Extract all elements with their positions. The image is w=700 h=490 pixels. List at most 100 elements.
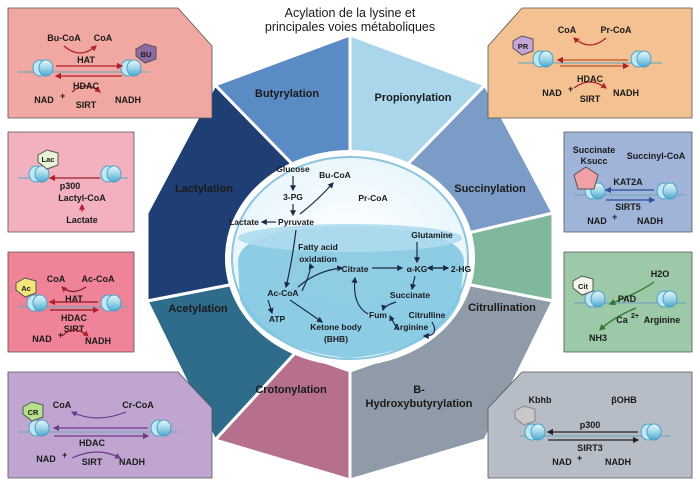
bu-eraser1: HDAC (73, 81, 99, 91)
cr-coa: CoA (53, 400, 72, 410)
center-fatty1: Fatty acid (298, 242, 338, 252)
center-atp: ATP (269, 314, 286, 324)
badge-cr: CR (28, 408, 39, 417)
center-2hg: 2-HG (451, 264, 472, 274)
svg-text:+: + (577, 453, 582, 463)
panel-propionylation: PR CoA Pr-CoA HDAC NAD + SIRT NADH (487, 7, 693, 119)
cr-eraser2: SIRT (82, 457, 103, 467)
cr-nad: NAD (36, 454, 56, 464)
succ-donor: Succinyl-CoA (627, 151, 686, 161)
central-cell (225, 150, 475, 366)
panel-lactylation: Lac p300 Lactyl-CoA Lactate (7, 131, 135, 233)
center-glucose: Glucose (276, 164, 310, 174)
succ-eraser: SIRT5 (615, 202, 641, 212)
center-pyruvate: Pyruvate (278, 217, 314, 227)
cit-ammonia: NH3 (589, 333, 607, 343)
center-prcoa: Pr-CoA (358, 193, 387, 203)
center-ketone1: Ketone body (310, 322, 362, 332)
label-lactylation: Lactylation (175, 183, 233, 195)
pr-eraser2: SIRT (580, 94, 601, 104)
succ-nad: NAD (587, 216, 607, 226)
kbhb-label: Kbhb (529, 395, 552, 405)
cr-nadh: NADH (119, 457, 145, 467)
cit-cofactor: Ca (616, 315, 628, 325)
lac-donor: Lactyl-CoA (58, 193, 106, 203)
ac-nadh: NADH (85, 336, 111, 346)
svg-text:+: + (568, 84, 573, 94)
succ-nadh: NADH (637, 216, 663, 226)
ac-coa: CoA (47, 274, 66, 284)
center-akg: α-KG (407, 264, 428, 274)
panel-butyrylation: BU Bu-CoA CoA HAT HDAC NAD + SIRT NADH (7, 7, 213, 119)
panel-citrullination: Cit H2O PAD Ca 2+ Arginine NH3 (563, 251, 693, 353)
badge-lac: Lac (42, 155, 55, 164)
cr-badge-shape (22, 401, 44, 422)
kbhb-nad: NAD (552, 457, 572, 467)
svg-text:+: + (60, 91, 65, 101)
bu-writer: HAT (77, 55, 95, 65)
panel-succinylation: Succinate Ksucc Succinyl-CoA KAT2A SIRT5… (563, 131, 693, 233)
center-succinate: Succinate (390, 290, 430, 300)
panel-crotonylation: CR CoA Cr-CoA HDAC NAD + SIRT NADH (7, 371, 213, 479)
label-propionylation: Propionylation (375, 92, 452, 104)
succ-label2: Ksucc (580, 156, 607, 166)
kbhb-eraser: SIRT3 (577, 443, 603, 453)
ac-donor: Ac-CoA (82, 274, 115, 284)
label-bhb-line2: Hydroxybutyrylation (366, 398, 473, 410)
panel-acetylation: Ac CoA Ac-CoA HAT HDAC SIRT NAD + NADH (7, 251, 135, 353)
pr-coa: CoA (558, 25, 577, 35)
cr-eraser1: HDAC (79, 438, 105, 448)
center-fum: Fum (369, 310, 387, 320)
center-lactate: Lactate (229, 217, 259, 227)
center-accoa: Ac-CoA (267, 288, 298, 298)
cit-badge-shape (572, 275, 594, 296)
ac-nad: NAD (32, 334, 52, 344)
pr-donor: Pr-CoA (601, 25, 632, 35)
badge-bu: BU (141, 50, 152, 59)
label-bhb-line1: B- (413, 384, 425, 396)
center-3pg: 3-PG (283, 192, 303, 202)
bu-nadh: NADH (115, 95, 141, 105)
center-ketone2: (BHB) (324, 334, 348, 344)
lac-badge-shape (37, 149, 59, 170)
diagram-title-line2: principales voies métaboliques (265, 20, 435, 34)
pr-nad: NAD (542, 88, 562, 98)
cr-donor: Cr-CoA (122, 400, 154, 410)
kbhb-nadh: NADH (605, 457, 631, 467)
pr-badge-shape (512, 35, 534, 56)
center-citrulline: Citrulline (409, 310, 446, 320)
bu-nad: NAD (34, 95, 54, 105)
central-arrows (260, 176, 450, 339)
svg-text:+: + (58, 330, 63, 340)
center-fatty2: oxidation (299, 254, 337, 264)
cit-water: H2O (651, 269, 670, 279)
succ-label1: Succinate (573, 145, 616, 155)
badge-pr: PR (518, 42, 529, 51)
kbhb-writer: p300 (580, 420, 601, 430)
kbhb-badge-shape (514, 405, 536, 426)
succ-badge-shape (573, 166, 599, 190)
pr-nadh: NADH (613, 88, 639, 98)
succ-writer: KAT2A (613, 177, 643, 187)
kbhb-donor: βOHB (611, 395, 637, 405)
bu-eraser2: SIRT (76, 100, 97, 110)
svg-text:+: + (612, 212, 617, 222)
panel-kbhb: Kbhb βOHB p300 SIRT3 NAD + NADH (487, 371, 693, 479)
ac-eraser2: SIRT (64, 324, 85, 334)
center-glutamine: Glutamine (411, 230, 453, 240)
bu-badge-shape (135, 43, 157, 64)
pr-eraser1: HDAC (577, 74, 603, 84)
cit-enzyme: PAD (618, 294, 637, 304)
ac-eraser1: HDAC (61, 313, 87, 323)
center-arginine: Arginine (394, 322, 429, 332)
label-citrullination: Citrullination (468, 302, 536, 314)
ac-badge-shape (15, 277, 37, 298)
label-succinylation: Succinylation (454, 183, 526, 195)
badge-ac: Ac (21, 284, 31, 293)
label-acetylation: Acetylation (168, 303, 228, 315)
center-bucoa: Bu-CoA (319, 170, 351, 180)
cit-product: Arginine (644, 315, 681, 325)
label-butyrylation: Butyrylation (255, 88, 319, 100)
central-metabolites: Glucose 3-PG Pyruvate Lactate Bu-CoA Pr-… (229, 164, 471, 344)
